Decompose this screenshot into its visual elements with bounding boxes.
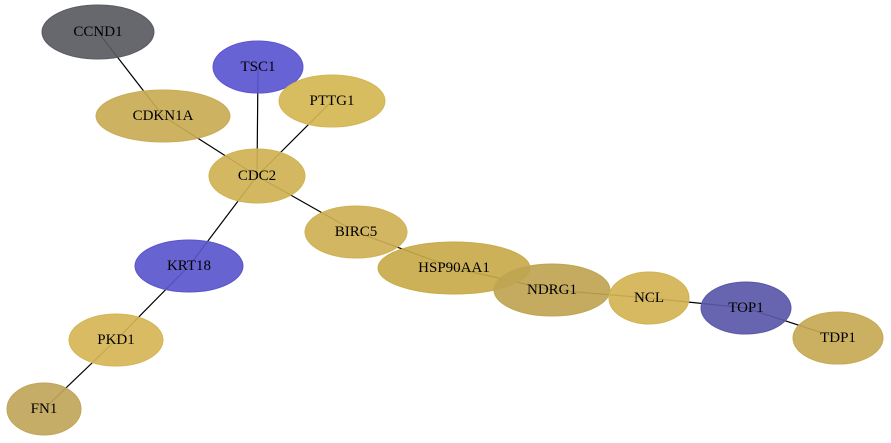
node-ellipse-krt18[interactable] <box>134 239 244 293</box>
node-label-cdc2: CDC2 <box>238 168 276 184</box>
node-ellipse-pttg1[interactable] <box>278 74 386 128</box>
node-krt18[interactable]: KRT18 <box>134 239 244 293</box>
node-ellipse-ccnd1[interactable] <box>41 4 155 60</box>
node-label-tsc1: TSC1 <box>240 59 275 75</box>
node-label-fn1: FN1 <box>31 401 58 417</box>
node-top1[interactable]: TOP1 <box>700 281 792 335</box>
node-label-pkd1: PKD1 <box>97 332 135 348</box>
node-label-birc5: BIRC5 <box>335 224 378 240</box>
edges-layer <box>43 31 839 410</box>
node-ellipse-birc5[interactable] <box>304 205 408 259</box>
node-label-ncl: NCL <box>634 290 664 306</box>
node-pttg1[interactable]: PTTG1 <box>278 74 386 128</box>
node-label-krt18: KRT18 <box>167 258 211 274</box>
node-tsc1[interactable]: TSC1 <box>212 40 304 94</box>
node-ellipse-cdc2[interactable] <box>208 148 306 204</box>
node-fn1[interactable]: FN1 <box>6 382 82 436</box>
node-ellipse-tsc1[interactable] <box>212 40 304 94</box>
node-ellipse-fn1[interactable] <box>6 382 82 436</box>
node-ncl[interactable]: NCL <box>608 271 690 325</box>
node-label-ccnd1: CCND1 <box>73 24 122 40</box>
node-label-pttg1: PTTG1 <box>310 93 355 109</box>
node-label-hsp90aa1: HSP90AA1 <box>418 260 490 276</box>
node-birc5[interactable]: BIRC5 <box>304 205 408 259</box>
node-label-tdp1: TDP1 <box>820 330 856 346</box>
node-label-top1: TOP1 <box>728 300 764 316</box>
node-pkd1[interactable]: PKD1 <box>68 313 164 367</box>
node-ellipse-pkd1[interactable] <box>68 313 164 367</box>
node-cdkn1a[interactable]: CDKN1A <box>95 89 231 143</box>
node-hsp90aa1[interactable]: HSP90AA1 <box>377 241 531 295</box>
node-tdp1[interactable]: TDP1 <box>792 311 884 365</box>
node-ellipse-top1[interactable] <box>700 281 792 335</box>
node-label-cdkn1a: CDKN1A <box>133 108 194 124</box>
node-ellipse-ncl[interactable] <box>608 271 690 325</box>
node-ellipse-tdp1[interactable] <box>792 311 884 365</box>
node-label-ndrg1: NDRG1 <box>527 282 577 298</box>
node-ndrg1[interactable]: NDRG1 <box>493 263 611 317</box>
node-cdc2[interactable]: CDC2 <box>208 148 306 204</box>
node-ellipse-ndrg1[interactable] <box>493 263 611 317</box>
node-ccnd1[interactable]: CCND1 <box>41 4 155 60</box>
node-ellipse-cdkn1a[interactable] <box>95 89 231 143</box>
